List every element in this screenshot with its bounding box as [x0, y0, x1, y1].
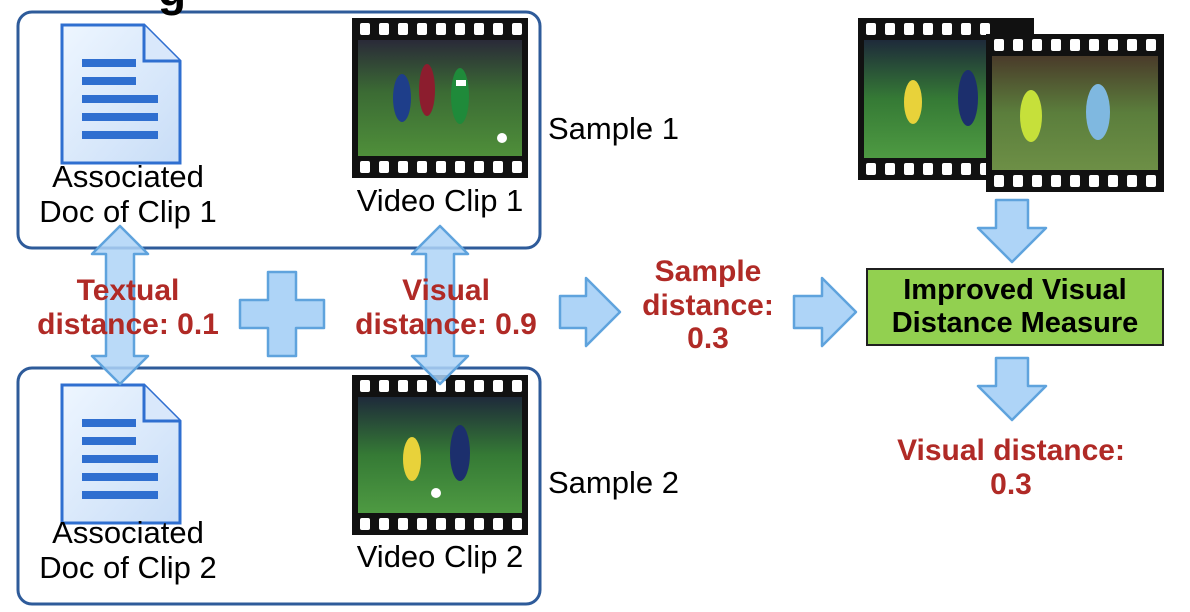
document-icon [60, 23, 182, 165]
video-clip-1-thumbnail [352, 18, 528, 178]
clip-2-label: Video Clip 2 [356, 539, 524, 574]
sample-distance-label: Sample distance: 0.3 [642, 255, 774, 356]
document-icon [60, 383, 182, 525]
sample-2-box [16, 366, 542, 606]
down-arrow-icon [976, 356, 1048, 422]
textual-distance-label: Textual distance: 0.1 [37, 274, 219, 341]
down-arrow-icon [976, 198, 1048, 264]
right-arrow-icon [558, 276, 622, 348]
sample-1-label: Sample 1 [548, 111, 679, 146]
sample-1-box [16, 10, 542, 250]
plus-icon [238, 270, 326, 358]
right-arrow-icon [792, 276, 858, 348]
visual-distance-label: Visual distance: 0.9 [355, 274, 537, 341]
output-visual-distance-label: Visual distance: 0.3 [897, 434, 1125, 501]
video-clip-pair-thumbnail [858, 18, 1164, 192]
title-fragment: g [158, 0, 186, 13]
visual-double-arrow [410, 224, 470, 386]
video-clip-2-thumbnail [352, 375, 528, 535]
sample-2-label: Sample 2 [548, 465, 679, 500]
improved-visual-distance-measure-box: Improved Visual Distance Measure [866, 268, 1164, 346]
doc-2-label: Associated Doc of Clip 2 [39, 515, 217, 585]
textual-double-arrow [90, 224, 150, 386]
doc-1-label: Associated Doc of Clip 1 [39, 159, 217, 229]
clip-1-label: Video Clip 1 [356, 183, 524, 218]
